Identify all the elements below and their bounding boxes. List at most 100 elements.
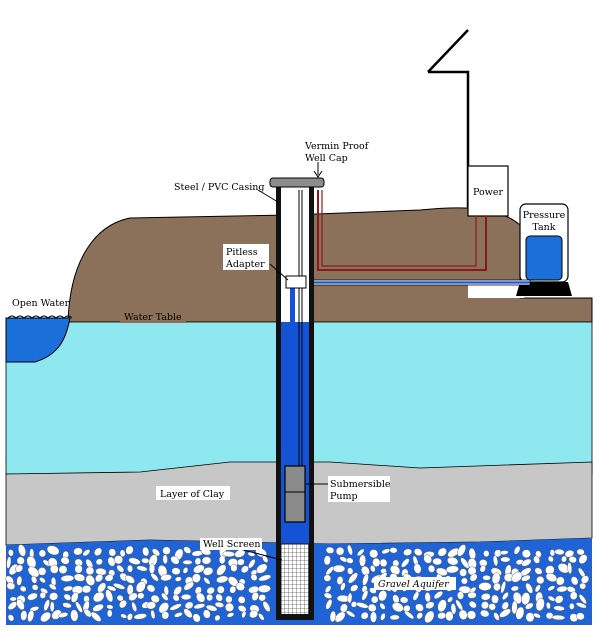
gravel-pebble xyxy=(534,584,541,593)
gravel-pebble xyxy=(413,548,423,556)
gravel-pebble xyxy=(148,563,156,574)
gravel-pebble xyxy=(262,601,271,612)
gravel-pebble xyxy=(479,565,486,573)
gravel-pebble xyxy=(18,544,26,557)
gravel-pebble xyxy=(49,592,59,601)
gravel-pebble xyxy=(169,603,182,611)
gravel-pebble xyxy=(216,575,229,584)
gravel-pebble xyxy=(116,564,125,573)
gravel-pebble xyxy=(467,566,477,576)
gravel-pebble xyxy=(515,606,525,620)
pitless-label-box xyxy=(223,244,269,270)
gravel-pebble xyxy=(346,557,354,564)
well-cap-label-1: Vermin Proof xyxy=(304,141,370,152)
gravel-pebble xyxy=(116,594,124,602)
gravel-pebble xyxy=(580,575,590,584)
gravel-pebble xyxy=(554,595,564,604)
gravel-pebble xyxy=(546,602,551,610)
gravel-pebble xyxy=(161,611,170,620)
soil-layer xyxy=(67,207,593,323)
gravel-pebble xyxy=(399,596,409,604)
gravel-pebble xyxy=(241,565,249,574)
open-water xyxy=(5,317,71,363)
gravel-pebble xyxy=(205,604,218,612)
gravel-pebble xyxy=(551,614,565,621)
gravel-pebble xyxy=(424,592,431,603)
drop-pipe xyxy=(290,282,295,468)
gravel-pebble xyxy=(75,601,83,613)
gravel-pebble xyxy=(332,564,346,573)
power-wire-2 xyxy=(321,190,477,267)
gravel-pebble xyxy=(569,603,575,610)
gravel-pebble xyxy=(81,585,92,594)
gravel-pebble xyxy=(380,613,386,621)
gravel-pebble xyxy=(224,602,234,612)
gravel-pebble xyxy=(555,576,565,586)
gravel-pebble xyxy=(361,589,369,601)
gravel-pebble xyxy=(146,601,156,610)
gravel-pebble xyxy=(578,594,587,605)
gravel-pebble xyxy=(237,605,247,613)
gravel-pebble xyxy=(150,609,156,620)
gravel-pebble xyxy=(128,592,138,601)
gravel-pebble xyxy=(162,554,168,565)
gravel-pebble xyxy=(203,609,211,619)
gravel-pebble xyxy=(58,565,68,574)
gravel-pebble xyxy=(6,556,12,569)
casing-label: Steel / PVC Casing xyxy=(174,182,264,193)
gravel-pebble xyxy=(513,545,521,555)
gravel-label-box xyxy=(374,577,456,590)
gravel-pebble xyxy=(467,591,477,599)
gravel-pebble xyxy=(483,550,490,557)
clay-label-box xyxy=(156,486,230,500)
gravel-pebble xyxy=(432,557,442,566)
gravel-pebble xyxy=(194,557,202,565)
gravel-pebble xyxy=(458,609,468,620)
gravel-pebble xyxy=(215,593,223,602)
gravel-pebble xyxy=(43,599,50,611)
pressure-tank-label-2: Tank xyxy=(532,222,555,233)
gravel-label: Gravel Aquifer xyxy=(378,579,450,590)
gravel-pebble xyxy=(201,556,212,565)
gravel-pebble xyxy=(73,547,83,556)
gravel-pebble xyxy=(6,582,16,590)
gravel-pebble xyxy=(106,609,113,618)
gravel-pebble xyxy=(202,567,214,576)
gravel-pebble xyxy=(203,577,211,585)
gravel-pebbles xyxy=(5,544,590,624)
gravel-pebble xyxy=(525,602,534,610)
gravel-pebble xyxy=(416,612,423,620)
pitless-label-1: Pitless xyxy=(226,247,258,258)
gravel-pebble xyxy=(162,546,171,555)
gravel-pebble xyxy=(249,610,258,619)
gravel-pebble xyxy=(120,613,127,619)
gravel-pebble xyxy=(38,549,47,558)
gravel-pebble xyxy=(360,611,369,620)
gravel-pebble xyxy=(350,601,358,608)
gravel-pebble xyxy=(193,603,206,610)
gravel-pebble xyxy=(258,574,272,582)
gravel-pebble xyxy=(192,613,201,623)
gravel-pebble xyxy=(235,582,245,591)
gravel-pebble xyxy=(433,590,443,600)
gravel-pebble xyxy=(413,563,422,574)
gravel-pebble xyxy=(73,573,86,582)
gravel-pebble xyxy=(566,586,576,593)
submersible-pump xyxy=(284,465,306,523)
gravel-pebble xyxy=(534,567,543,575)
gravel-pebble xyxy=(553,605,565,611)
well-casing-left xyxy=(276,186,281,618)
pump-label-2: Pump xyxy=(330,491,358,502)
water-table-label: Water Table xyxy=(124,312,182,323)
gravel-pebble xyxy=(493,582,501,591)
gravel-pebble xyxy=(258,613,265,621)
gravel-pebble xyxy=(502,592,509,600)
gravel-pebble xyxy=(437,547,447,557)
gravel-pebble xyxy=(525,612,535,623)
gravel-pebble xyxy=(95,558,103,566)
gravel-pebble xyxy=(521,549,531,559)
gravel-pebble xyxy=(216,585,225,594)
pitless-label-2: Adapter xyxy=(225,259,265,270)
gravel-pebble xyxy=(31,575,38,584)
gravel-pebble xyxy=(183,581,194,591)
